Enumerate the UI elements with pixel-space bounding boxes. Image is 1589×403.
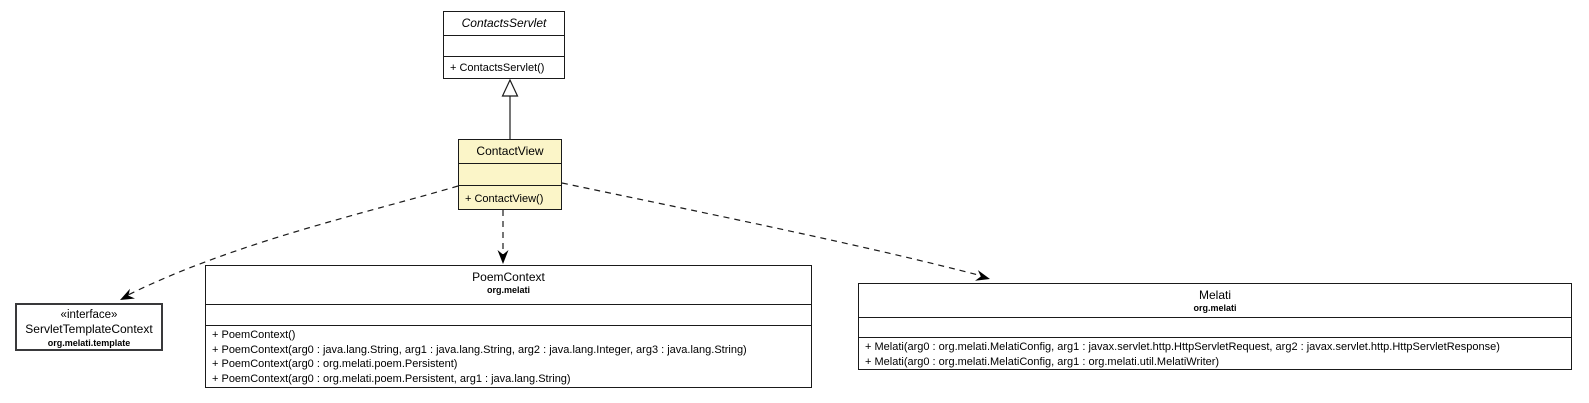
method-item: + ContactView()	[465, 193, 544, 205]
method-item: + ContactsServlet()	[450, 62, 545, 74]
class-box-melati[interactable]: Melati org.melati + Melati(arg0 : org.me…	[858, 283, 1572, 370]
generalization-contactview-contactsservlet	[501, 78, 519, 139]
class-box-poemcontext[interactable]: PoemContext org.melati + PoemContext() +…	[205, 265, 812, 388]
methods-compartment: + ContactView()	[459, 185, 561, 209]
dependency-contactview-poemcontext	[497, 210, 509, 264]
interface-box-servlettemplatecontext[interactable]: «interface» ServletTemplateContext org.m…	[15, 303, 163, 351]
class-title: PoemContext	[472, 270, 545, 284]
attributes-compartment	[459, 163, 561, 185]
hollow-triangle-arrowhead	[501, 78, 519, 97]
attributes-compartment	[859, 316, 1571, 337]
vee-arrowhead	[120, 288, 135, 300]
dependency-contactview-servlettemplatecontext	[120, 185, 459, 300]
method-item: + PoemContext()	[212, 329, 296, 341]
vee-arrowhead	[497, 250, 509, 264]
method-item: + Melati(arg0 : org.melati.MelatiConfig,…	[865, 355, 1220, 368]
methods-compartment: + Melati(arg0 : org.melati.MelatiConfig,…	[859, 337, 1571, 369]
method-item: + PoemContext(arg0 : java.lang.String, a…	[212, 343, 747, 356]
class-title: ContactsServlet	[461, 16, 547, 30]
class-box-contactview[interactable]: ContactView + ContactView()	[458, 139, 562, 210]
attributes-compartment	[444, 35, 564, 56]
stereotype-label: «interface»	[60, 309, 118, 321]
method-item: + Melati(arg0 : org.melati.MelatiConfig,…	[865, 341, 1500, 353]
class-title: Melati	[1198, 288, 1231, 302]
class-package: org.melati	[1193, 303, 1237, 313]
dependency-contactview-melati	[561, 182, 990, 281]
method-item: + PoemContext(arg0 : org.melati.poem.Per…	[212, 372, 571, 385]
class-title: ContactView	[476, 144, 544, 158]
class-package: org.melati.template	[47, 338, 131, 348]
attributes-compartment	[206, 304, 811, 325]
method-item: + PoemContext(arg0 : org.melati.poem.Per…	[212, 358, 458, 370]
vee-arrowhead	[975, 270, 990, 281]
methods-compartment: + PoemContext() + PoemContext(arg0 : jav…	[206, 325, 811, 387]
methods-compartment: + ContactsServlet()	[444, 56, 564, 78]
class-package: org.melati	[486, 285, 530, 295]
class-box-contactsservlet[interactable]: ContactsServlet + ContactsServlet()	[443, 11, 565, 79]
class-title: ServletTemplateContext	[25, 322, 153, 336]
